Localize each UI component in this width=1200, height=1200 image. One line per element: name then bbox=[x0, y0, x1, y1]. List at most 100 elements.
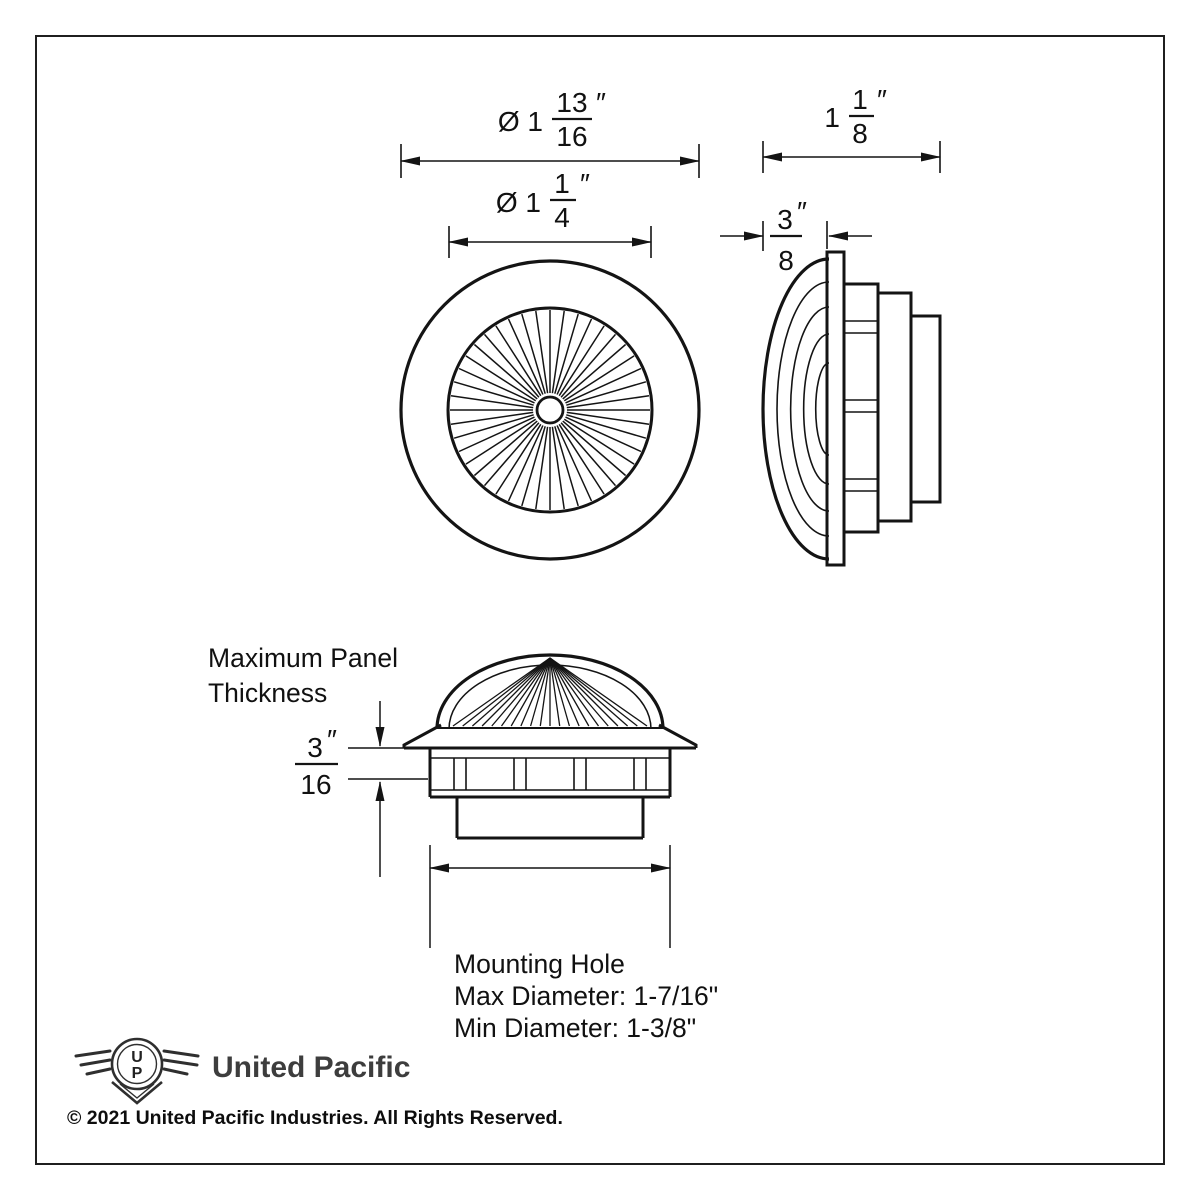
lens-flute-line bbox=[560, 333, 617, 398]
dim-denominator: 4 bbox=[554, 202, 570, 233]
united-pacific-logo: U P bbox=[74, 1037, 200, 1105]
logo-ring-outer bbox=[110, 1037, 164, 1091]
lens-flute-line bbox=[458, 416, 535, 453]
dim-denominator: 8 bbox=[778, 245, 794, 276]
lens-flute-line bbox=[551, 310, 565, 394]
dim-lead: Ø 1 bbox=[498, 106, 543, 137]
dim-unit: ″ bbox=[580, 168, 590, 199]
logo-monogram-p: P bbox=[132, 1065, 143, 1082]
lens-flute-line bbox=[507, 318, 544, 395]
lens-flute-line bbox=[483, 422, 540, 487]
dome-outline bbox=[435, 653, 665, 730]
dome-profile bbox=[761, 257, 830, 561]
sheet-border bbox=[35, 35, 1165, 1165]
lens-starburst bbox=[450, 310, 650, 510]
flange-left bbox=[402, 723, 442, 748]
lens-flute-line bbox=[556, 318, 593, 395]
dim-label-side-overall: 1 1 8 ″ bbox=[824, 84, 887, 149]
lens-flute-line bbox=[473, 343, 538, 400]
dim-front-outer bbox=[400, 117, 700, 178]
mounting-hole-label-line1: Mounting Hole bbox=[454, 949, 625, 979]
dim-unit: ″ bbox=[877, 84, 887, 115]
logo-ring-inner bbox=[116, 1043, 158, 1085]
logo-monogram-u: U bbox=[131, 1049, 143, 1066]
flange-right bbox=[658, 723, 698, 748]
bezel-outline bbox=[399, 259, 701, 561]
dome-flute-fan bbox=[452, 657, 648, 727]
lens-flute-line bbox=[465, 355, 537, 402]
lens-flute-line bbox=[483, 333, 540, 398]
lens-flute-line bbox=[566, 381, 647, 406]
dome-flute-line bbox=[549, 657, 619, 727]
dim-side-overall bbox=[762, 114, 941, 173]
dome-flute-line bbox=[549, 657, 571, 727]
lens-flute-line bbox=[507, 425, 544, 502]
lens-outline bbox=[446, 306, 654, 514]
lens-flute-line bbox=[566, 395, 650, 409]
dim-label-panel-thickness: 3 ″ 16 bbox=[300, 724, 337, 800]
mounting-hole-label-line2: Max Diameter: 1-7/16" bbox=[454, 981, 718, 1011]
logo-shield-inner bbox=[119, 1083, 155, 1099]
dome-flute-line bbox=[549, 657, 629, 727]
dome-flute-line bbox=[462, 657, 551, 727]
lens-flute-line bbox=[562, 343, 627, 400]
dim-lead: 1 bbox=[824, 102, 840, 133]
dome-flute-line bbox=[549, 657, 638, 727]
lens-flute-line bbox=[551, 426, 565, 510]
dome-flute-line bbox=[452, 657, 551, 727]
dim-label-front-inner: Ø 1 1 4 ″ bbox=[496, 168, 590, 233]
lens-flute-line bbox=[458, 367, 535, 404]
dome-flute-line bbox=[549, 657, 609, 727]
dim-panel-thickness bbox=[295, 701, 428, 877]
lens-flute-line bbox=[566, 414, 647, 439]
dome-flute-line bbox=[510, 657, 551, 727]
dim-numerator: 1 bbox=[554, 168, 570, 199]
dim-mounting-hole bbox=[429, 845, 671, 948]
dome-flute-line bbox=[539, 657, 551, 727]
lens-flute-line bbox=[562, 420, 627, 477]
side-view: 1 1 8 ″ 3 ″ 8 bbox=[720, 84, 942, 567]
lens-flute-line bbox=[453, 414, 534, 439]
dome-flute-line bbox=[549, 657, 648, 727]
dome-flute-line bbox=[529, 657, 551, 727]
dim-label-front-outer: Ø 1 13 16 ″ bbox=[498, 87, 606, 152]
lens-flute-line bbox=[535, 426, 549, 510]
lens-flute-line bbox=[558, 325, 605, 397]
dome-flute-line bbox=[471, 657, 551, 727]
dim-unit: ″ bbox=[797, 196, 807, 227]
lens-flute-line bbox=[563, 355, 635, 402]
panel-thickness-label-line1: Maximum Panel bbox=[208, 643, 398, 673]
dim-numerator: 3 bbox=[777, 204, 793, 235]
dim-unit: ″ bbox=[596, 87, 606, 118]
mounted-view: 3 ″ 16 bbox=[295, 653, 698, 948]
lens-flute-line bbox=[554, 313, 579, 394]
dome-flute-line bbox=[549, 657, 561, 727]
dim-unit: ″ bbox=[327, 724, 337, 755]
dome-flute-line bbox=[491, 657, 551, 727]
dim-denominator: 16 bbox=[556, 121, 587, 152]
dome-flute-line bbox=[549, 657, 590, 727]
retainer-ribs bbox=[430, 757, 670, 791]
copyright-notice: © 2021 United Pacific Industries. All Ri… bbox=[67, 1107, 563, 1129]
dim-lead: Ø 1 bbox=[496, 187, 541, 218]
dome-flute-line bbox=[549, 657, 600, 727]
logo-shield bbox=[111, 1081, 163, 1105]
body-step bbox=[876, 291, 913, 523]
mounting-hole-label-line3: Min Diameter: 1-3/8" bbox=[454, 1013, 696, 1043]
dim-side-dome bbox=[720, 221, 872, 251]
dim-numerator: 3 bbox=[307, 732, 323, 763]
lens-flute-line bbox=[560, 422, 617, 487]
lens-flute-line bbox=[563, 418, 635, 465]
flange-profile bbox=[825, 250, 846, 567]
logo-wings bbox=[74, 1049, 200, 1076]
lens-flute-line bbox=[450, 411, 534, 425]
dome-flute-line bbox=[500, 657, 551, 727]
lens-flute-line bbox=[521, 426, 546, 507]
front-view: Ø 1 13 16 ″ Ø 1 1 4 ″ bbox=[399, 87, 701, 561]
panel-thickness-label-line2: Thickness bbox=[208, 678, 327, 708]
lens-flute-line bbox=[465, 418, 537, 465]
body-ribs bbox=[844, 320, 878, 492]
lens-flute-line bbox=[473, 420, 538, 477]
lens-flute-line bbox=[565, 416, 642, 453]
